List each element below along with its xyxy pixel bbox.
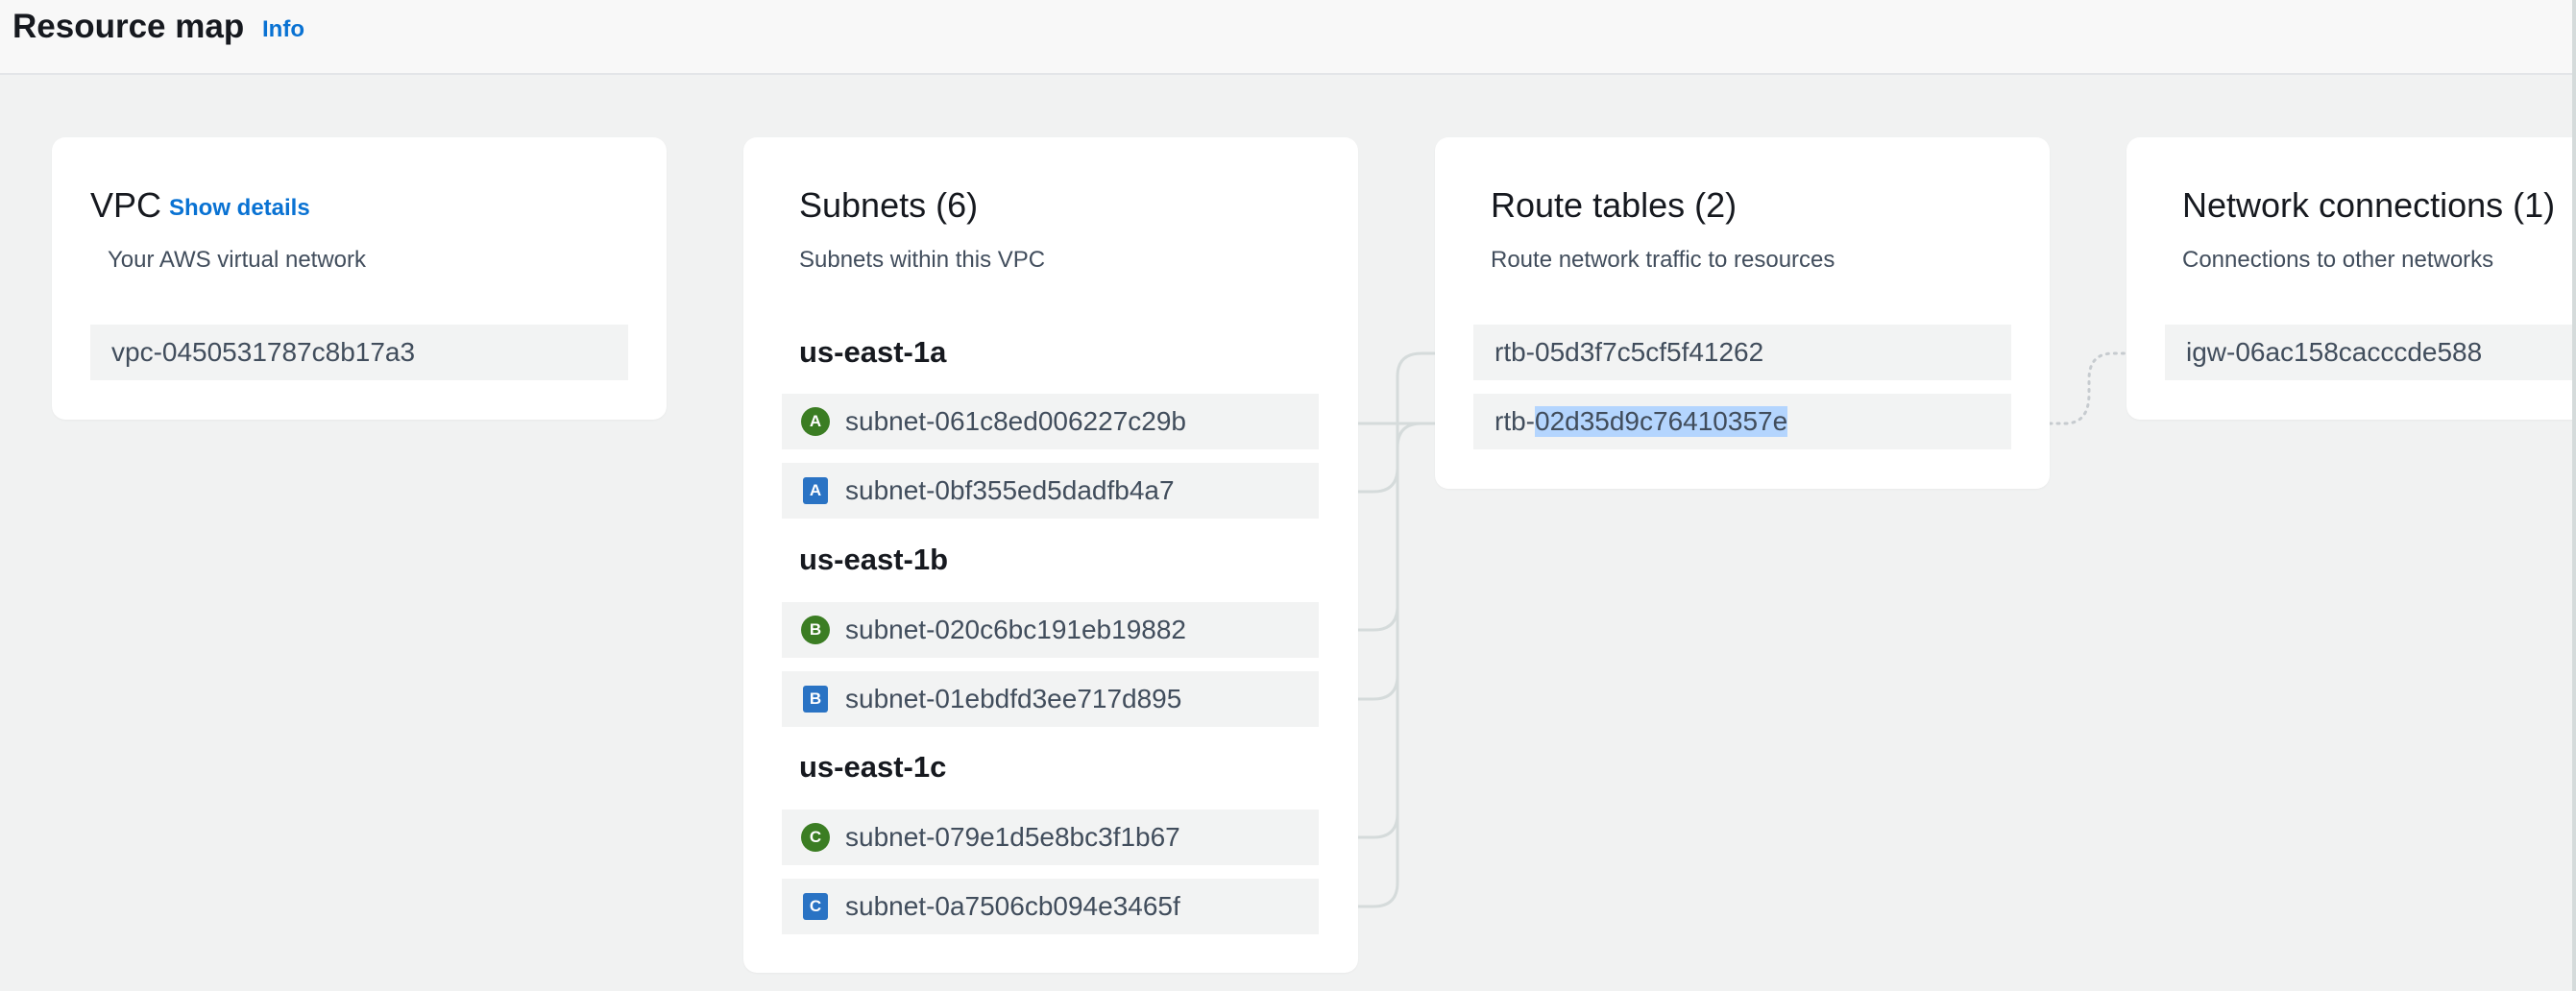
network-connections-card: Network connections (1) Connections to o… (2126, 137, 2576, 420)
network-connections-card-subtitle: Connections to other networks (2182, 247, 2493, 274)
public-subnet-icon: B (801, 616, 830, 644)
show-details-link[interactable]: Show details (169, 195, 310, 222)
route-tables-card-subtitle: Route network traffic to resources (1491, 247, 1835, 274)
subnet-item[interactable]: B subnet-01ebdfd3ee717d895 (782, 671, 1319, 727)
subnet-id: subnet-0bf355ed5dadfb4a7 (845, 475, 1175, 506)
private-subnet-icon: B (803, 686, 828, 713)
vpc-id: vpc-0450531787c8b17a3 (111, 337, 415, 368)
az-label-us-east-1c: us-east-1c (799, 750, 946, 785)
subnet-item[interactable]: A subnet-061c8ed006227c29b (782, 394, 1319, 449)
vpc-card-subtitle: Your AWS virtual network (108, 247, 366, 274)
subnet-id: subnet-079e1d5e8bc3f1b67 (845, 822, 1180, 853)
page-header: Resource map Info (0, 0, 2576, 75)
route-table-item[interactable]: rtb-05d3f7c5cf5f41262 (1473, 325, 2011, 380)
az-label-us-east-1b: us-east-1b (799, 543, 948, 577)
subnet-id: subnet-020c6bc191eb19882 (845, 615, 1186, 645)
route-tables-card-title: Route tables (2) (1491, 185, 1737, 226)
vpc-id-item[interactable]: vpc-0450531787c8b17a3 (90, 325, 628, 380)
subnet-id: subnet-061c8ed006227c29b (845, 406, 1186, 437)
az-label-us-east-1a: us-east-1a (799, 335, 946, 370)
private-subnet-icon: A (803, 477, 828, 504)
subnet-item[interactable]: C subnet-0a7506cb094e3465f (782, 879, 1319, 934)
subnet-item[interactable]: A subnet-0bf355ed5dadfb4a7 (782, 463, 1319, 519)
vpc-card: VPC Show details Your AWS virtual networ… (52, 137, 667, 420)
network-connection-item[interactable]: igw-06ac158cacccde588 (2165, 325, 2576, 380)
route-table-item[interactable]: rtb-02d35d9c76410357e (1473, 394, 2011, 449)
subnets-card-title: Subnets (6) (799, 185, 978, 226)
page-title: Resource map (12, 8, 244, 46)
route-tables-card: Route tables (2) Route network traffic t… (1435, 137, 2050, 489)
route-table-id-prefix: rtb- (1495, 406, 1535, 437)
subnet-id: subnet-0a7506cb094e3465f (845, 891, 1180, 922)
public-subnet-icon: C (801, 823, 830, 852)
network-connections-card-title: Network connections (1) (2182, 185, 2555, 226)
route-table-id: rtb-05d3f7c5cf5f41262 (1495, 337, 1763, 368)
public-subnet-icon: A (801, 407, 830, 436)
subnet-id: subnet-01ebdfd3ee717d895 (845, 684, 1181, 714)
subnets-card: Subnets (6) Subnets within this VPC us-e… (743, 137, 1358, 973)
subnet-item[interactable]: C subnet-079e1d5e8bc3f1b67 (782, 810, 1319, 865)
subnets-card-subtitle: Subnets within this VPC (799, 247, 1045, 274)
vpc-card-title: VPC (90, 185, 161, 226)
private-subnet-icon: C (803, 893, 828, 920)
subnet-item[interactable]: B subnet-020c6bc191eb19882 (782, 602, 1319, 658)
scrollbar-edge (2572, 0, 2576, 991)
internet-gateway-id: igw-06ac158cacccde588 (2186, 337, 2482, 368)
route-table-id-selected-text: 02d35d9c76410357e (1535, 406, 1787, 437)
info-link[interactable]: Info (262, 16, 304, 43)
